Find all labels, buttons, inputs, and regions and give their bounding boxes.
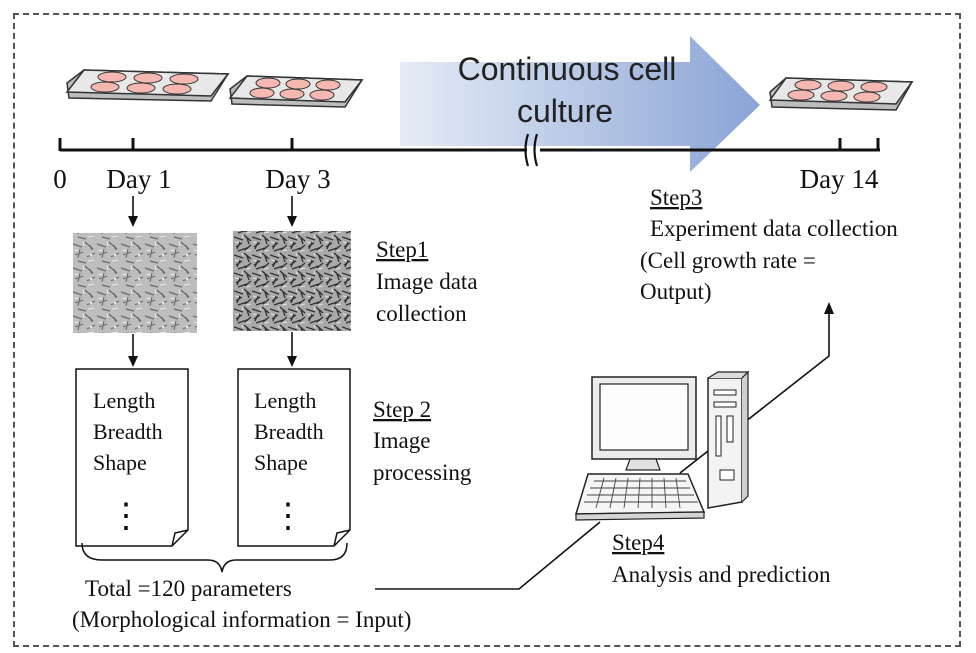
culture-arrow-line1: Continuous cell	[458, 51, 677, 87]
timeline-break-mark	[524, 133, 539, 167]
step3-line3: Output)	[640, 279, 712, 304]
total-parameters-line1: Total =120 parameters	[85, 576, 292, 601]
doc-day1-param-breadth: Breadth	[93, 419, 163, 444]
step3-label: Step3 Experiment data collection (Cell g…	[640, 185, 898, 304]
doc-day3-param-length: Length	[254, 388, 316, 413]
step1-line1: Image data	[376, 269, 478, 294]
doc-day3-ellipsis: ⋮	[271, 498, 305, 535]
micrograph-day3-image	[233, 231, 351, 331]
step1-title: Step1	[376, 237, 428, 262]
culture-arrow-line2: culture	[517, 93, 613, 129]
doc-day1-param-length: Length	[93, 388, 155, 413]
documents-grouping-brace	[81, 542, 348, 573]
well-plate-day1	[65, 69, 230, 102]
step2-line2: processing	[373, 460, 472, 485]
timeline-day14-label: Day 14	[800, 164, 879, 194]
timeline-day3-label: Day 3	[265, 164, 330, 194]
doc-day3-param-breadth: Breadth	[254, 419, 324, 444]
output-connector-line	[679, 312, 830, 474]
total-parameters-line2: (Morphological information = Input)	[72, 607, 411, 632]
step3-line2: (Cell growth rate =	[640, 248, 816, 273]
dashed-figure-border	[13, 13, 961, 647]
computer-icon	[574, 370, 750, 521]
flow-arrows-to-documents	[128, 332, 297, 367]
timeline-start-label: 0	[53, 164, 67, 194]
well-plate-day3	[228, 75, 364, 108]
step4-label: Step4 Analysis and prediction	[612, 530, 831, 587]
step1-line2: collection	[376, 301, 467, 326]
step4-title: Step4	[612, 530, 665, 555]
continuous-culture-arrow	[400, 36, 760, 172]
timeline-axis	[58, 138, 880, 152]
output-arrowhead	[824, 302, 834, 314]
step2-title: Step 2	[373, 397, 431, 422]
well-plate-day14	[768, 77, 914, 111]
step3-title: Step3	[650, 185, 702, 210]
step4-line1: Analysis and prediction	[612, 562, 831, 587]
micrograph-day1-image	[73, 233, 197, 333]
doc-day1-ellipsis: ⋮	[109, 498, 143, 535]
parameter-document-day1	[75, 368, 189, 547]
step2-line1: Image	[373, 428, 430, 453]
input-connector-line	[375, 521, 601, 590]
parameter-document-day3	[237, 368, 351, 547]
step2-label: Step 2 Image processing	[373, 397, 472, 485]
flow-arrows-to-images	[128, 196, 297, 227]
timeline-day1-label: Day 1	[106, 164, 171, 194]
step1-label: Step1 Image data collection	[376, 237, 478, 326]
step3-line1: Experiment data collection	[650, 216, 898, 241]
doc-day1-param-shape: Shape	[93, 450, 147, 475]
doc-day3-param-shape: Shape	[254, 450, 308, 475]
